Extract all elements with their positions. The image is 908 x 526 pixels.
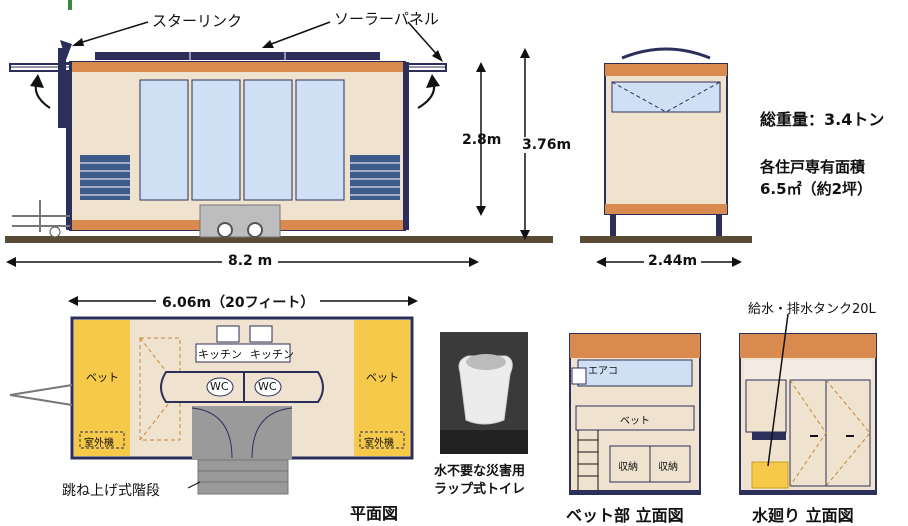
stairs-label: 跳ね上げ式階段 — [62, 483, 160, 499]
ground-line-side — [580, 236, 752, 243]
total-height-label: 3.76m — [522, 137, 572, 153]
toilet-photo — [440, 332, 528, 454]
total-weight-label: 総重量：3.4トン — [760, 110, 885, 129]
awning-right — [407, 63, 447, 72]
skylink-label: スターリンク — [152, 12, 243, 30]
bed-left-label: ベット — [86, 371, 119, 384]
floor-plan — [9, 316, 414, 495]
water-section — [739, 313, 877, 495]
bed-section — [569, 333, 701, 495]
wc-left-label: WC — [210, 380, 229, 393]
plan-title: 平面図 — [350, 504, 399, 523]
folding-stairs — [197, 459, 289, 495]
area-title-label: 各住戸専有面積 — [760, 158, 866, 176]
water-section-title: 水廻り 立面図 — [752, 506, 854, 525]
awning-left — [9, 40, 72, 128]
toilet-caption-line2: ラップ式トイレ — [434, 482, 526, 497]
glass-doors — [139, 79, 345, 201]
ground-line-front — [5, 236, 553, 243]
water-tank-label: 給水・排水タンク20L — [748, 302, 876, 317]
water-tank — [751, 461, 789, 489]
kitchen-left-label: キッチン — [198, 348, 242, 361]
front-elevation — [12, 52, 409, 238]
wc-right-label: WC — [258, 380, 277, 393]
width-label: 2.44m — [644, 253, 702, 269]
bed-left-area — [74, 320, 130, 456]
area-value-label: 6.5㎡（約2坪） — [760, 180, 873, 198]
side-elevation — [604, 47, 728, 236]
storage-left-label: 収納 — [618, 462, 638, 473]
bed-section-title: ベット部 立面図 — [566, 506, 684, 525]
solar-panel — [95, 52, 380, 60]
inner-height-label: 2.8m — [462, 132, 502, 148]
storage-right-label: 収納 — [658, 462, 678, 473]
outdoor-unit-left-label: 室外機 — [84, 438, 114, 449]
bed-right-label: ベット — [366, 371, 399, 384]
toilet-caption-line1: 水不要な災害用 — [434, 464, 526, 479]
solar-panel-label: ソーラーパネル — [334, 10, 439, 28]
outdoor-unit-right-label: 室外機 — [364, 438, 394, 449]
louver-left — [80, 155, 130, 200]
bed-right-area — [354, 320, 410, 456]
aircon-label: エアコ — [588, 366, 618, 377]
corner-accent — [68, 0, 72, 10]
kitchen-right-label: キッチン — [250, 348, 294, 361]
bed-section-bed-label: ベット — [620, 416, 650, 427]
length-label: 8.2 m — [222, 253, 279, 269]
louver-right — [350, 155, 400, 200]
plan-width-label: 6.06m（20フィート） — [156, 292, 321, 312]
